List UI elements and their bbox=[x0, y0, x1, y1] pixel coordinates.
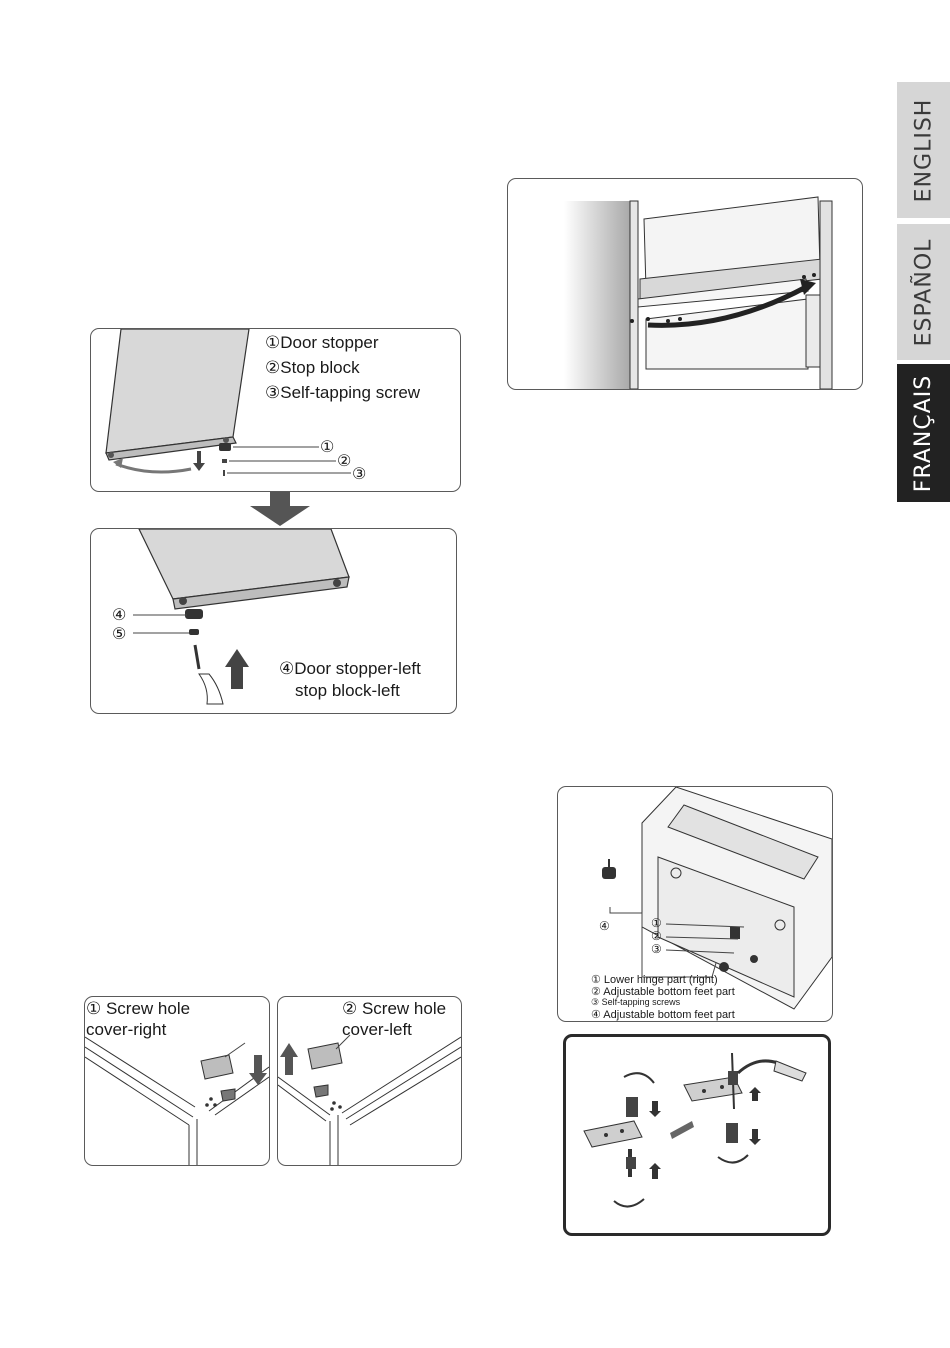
tab-english-label: ENGLISH bbox=[911, 98, 936, 202]
hinge-swap-figure bbox=[563, 1034, 831, 1236]
fridge-hinge-figure bbox=[507, 178, 863, 390]
callout-4: ④ bbox=[112, 605, 126, 625]
legend-self-tapping-screw: ③Self-tapping screw bbox=[265, 383, 420, 403]
feet-legend-4: ④ Adjustable bottom feet part bbox=[591, 1008, 735, 1021]
tab-espanol[interactable]: ESPAÑOL bbox=[897, 224, 950, 360]
hinge-swap-illustration bbox=[566, 1037, 828, 1233]
callout-2: ② bbox=[337, 451, 351, 471]
callout-3: ③ bbox=[352, 464, 366, 484]
label-screw-hole-left-2: cover-left bbox=[342, 1020, 412, 1040]
callout-5: ⑤ bbox=[112, 624, 126, 644]
feet-callout-4: ④ bbox=[599, 919, 610, 933]
tab-francais-label: FRANÇAIS bbox=[911, 374, 936, 491]
door-underside-illustration bbox=[91, 529, 456, 713]
feet-callout-3: ③ bbox=[651, 942, 662, 956]
caption-door-stopper-left: ④Door stopper-left bbox=[279, 659, 421, 679]
door-stopper-figure: ①Door stopper ②Stop block ③Self-tapping … bbox=[90, 328, 461, 492]
tab-espanol-label: ESPAÑOL bbox=[911, 238, 936, 346]
bottom-feet-figure: ④ ① ② ③ ① Lower hinge part (right) ② Adj… bbox=[557, 786, 833, 1022]
feet-legend-3: ③ Self-tapping screws bbox=[591, 997, 680, 1008]
down-arrow-icon bbox=[250, 492, 310, 526]
legend-door-stopper: ①Door stopper bbox=[265, 333, 379, 353]
caption-stop-block-left: stop block-left bbox=[295, 681, 400, 701]
tab-english[interactable]: ENGLISH bbox=[897, 82, 950, 218]
tab-francais[interactable]: FRANÇAIS bbox=[897, 364, 950, 502]
screw-hole-cover-left-figure: ② Screw hole cover-left bbox=[277, 996, 462, 1166]
fridge-interior-illustration bbox=[508, 179, 862, 389]
label-screw-hole-left-1: ② Screw hole bbox=[342, 999, 446, 1019]
callout-1: ① bbox=[320, 437, 334, 457]
screw-hole-cover-right-figure: ① Screw hole cover-right bbox=[84, 996, 270, 1166]
feet-callout-2: ② bbox=[651, 929, 662, 943]
door-stopper-left-figure: ④ ⑤ ④Door stopper-left stop block-left bbox=[90, 528, 457, 714]
label-screw-hole-right-2: cover-right bbox=[86, 1020, 166, 1040]
feet-callout-1: ① bbox=[651, 916, 662, 930]
door-illustration bbox=[91, 329, 460, 491]
legend-stop-block: ②Stop block bbox=[265, 358, 360, 378]
label-screw-hole-right-1: ① Screw hole bbox=[86, 999, 190, 1019]
